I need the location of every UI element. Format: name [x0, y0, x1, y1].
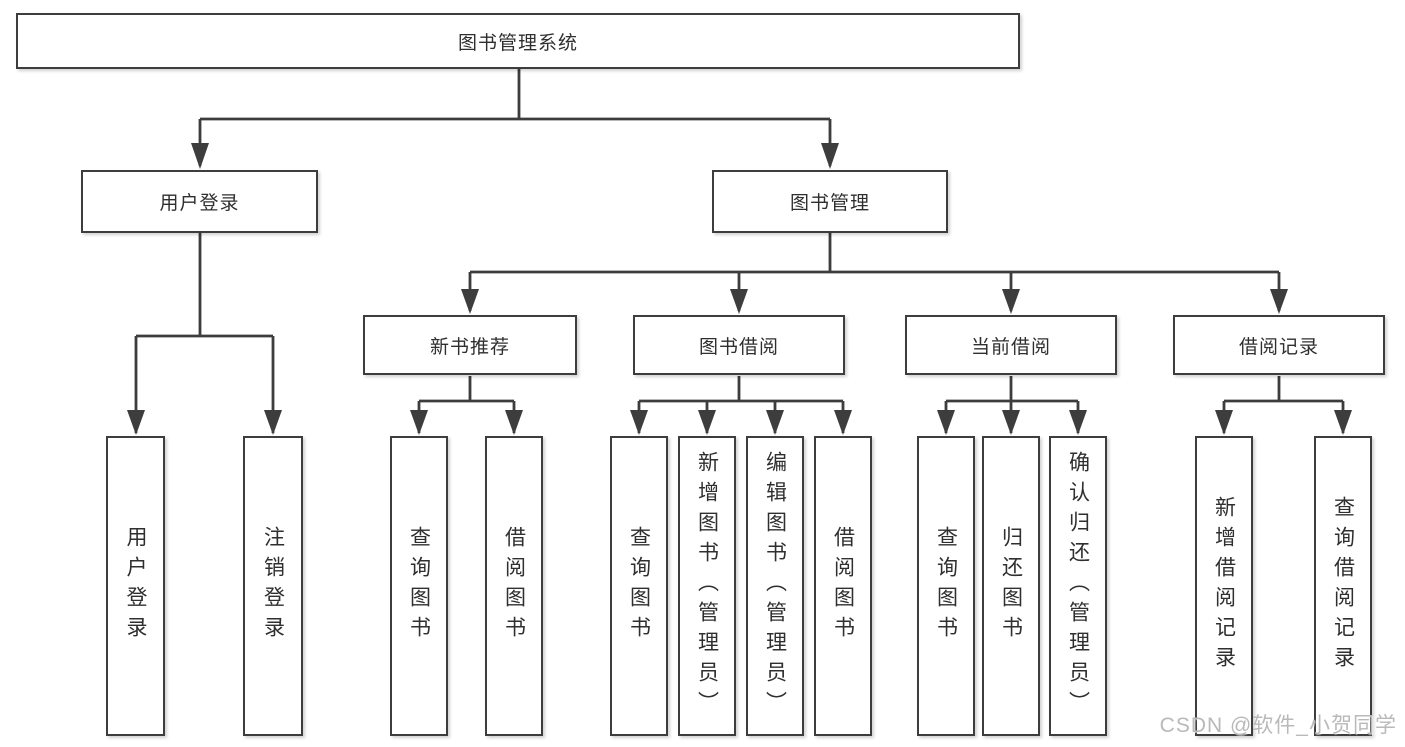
arrowhead	[766, 410, 784, 435]
arrowhead	[264, 410, 282, 435]
leaf-borrowing-borrow-books-label: 借阅图书	[831, 526, 855, 646]
leaf-return-books: 归还图书	[982, 436, 1040, 736]
leaf-borrowing-query-books-label: 查询图书	[627, 526, 651, 646]
csdn-watermark: CSDN @软件_小贺同学	[1159, 714, 1397, 737]
leaf-current-query-books: 查询图书	[917, 436, 975, 736]
leaf-current-query-books-label: 查询图书	[934, 526, 958, 646]
node-current-borrowing: 当前借阅	[905, 315, 1117, 375]
leaf-edit-books-admin: 编辑图书（管理员）	[746, 436, 804, 736]
leaf-confirm-return-admin: 确认归还（管理员）	[1049, 436, 1107, 736]
arrowhead	[1002, 410, 1020, 435]
arrowhead	[191, 143, 209, 169]
leaf-confirm-return-admin-label: 确认归还（管理员）	[1066, 451, 1090, 721]
leaf-borrowing-borrow-books: 借阅图书	[814, 436, 872, 736]
leaf-logout-label: 注销登录	[261, 526, 285, 646]
arrowhead	[937, 410, 955, 435]
arrowhead	[730, 289, 748, 314]
leaf-recommend-query-books-label: 查询图书	[407, 526, 431, 646]
leaf-add-borrow-record-label: 新增借阅记录	[1212, 496, 1236, 676]
leaf-recommend-borrow-books-label: 借阅图书	[502, 526, 526, 646]
node-new-book-recommend: 新书推荐	[363, 315, 577, 375]
arrowhead	[505, 410, 523, 435]
leaf-add-books-admin: 新增图书（管理员）	[678, 436, 736, 736]
leaf-add-books-admin-label: 新增图书（管理员）	[695, 451, 719, 721]
node-borrowing-records: 借阅记录	[1173, 315, 1385, 375]
arrowhead	[1002, 289, 1020, 314]
leaf-add-borrow-record: 新增借阅记录	[1195, 436, 1253, 736]
arrowhead	[127, 410, 145, 435]
leaf-logout: 注销登录	[243, 436, 303, 736]
node-book-borrowing: 图书借阅	[633, 315, 845, 375]
arrowhead	[461, 289, 479, 314]
arrowhead	[410, 410, 428, 435]
leaf-borrowing-query-books: 查询图书	[610, 436, 668, 736]
arrowhead	[1334, 410, 1352, 435]
leaf-user-login: 用户登录	[106, 436, 165, 736]
leaf-recommend-borrow-books: 借阅图书	[485, 436, 543, 736]
leaf-query-borrow-record: 查询借阅记录	[1314, 436, 1372, 736]
leaf-query-borrow-record-label: 查询借阅记录	[1331, 496, 1355, 676]
arrowhead	[1270, 289, 1288, 314]
leaf-return-books-label: 归还图书	[999, 526, 1023, 646]
leaf-user-login-label: 用户登录	[124, 526, 147, 646]
node-book-management-branch: 图书管理	[712, 170, 948, 233]
node-user-login-branch: 用户登录	[81, 170, 318, 233]
leaf-recommend-query-books: 查询图书	[390, 436, 448, 736]
node-library-management-system: 图书管理系统	[16, 13, 1020, 69]
arrowhead	[1069, 410, 1087, 435]
arrowhead	[821, 143, 839, 169]
arrowhead	[630, 410, 648, 435]
arrowhead	[834, 410, 852, 435]
arrowhead	[1215, 410, 1233, 435]
arrowhead	[698, 410, 716, 435]
leaf-edit-books-admin-label: 编辑图书（管理员）	[763, 451, 787, 721]
